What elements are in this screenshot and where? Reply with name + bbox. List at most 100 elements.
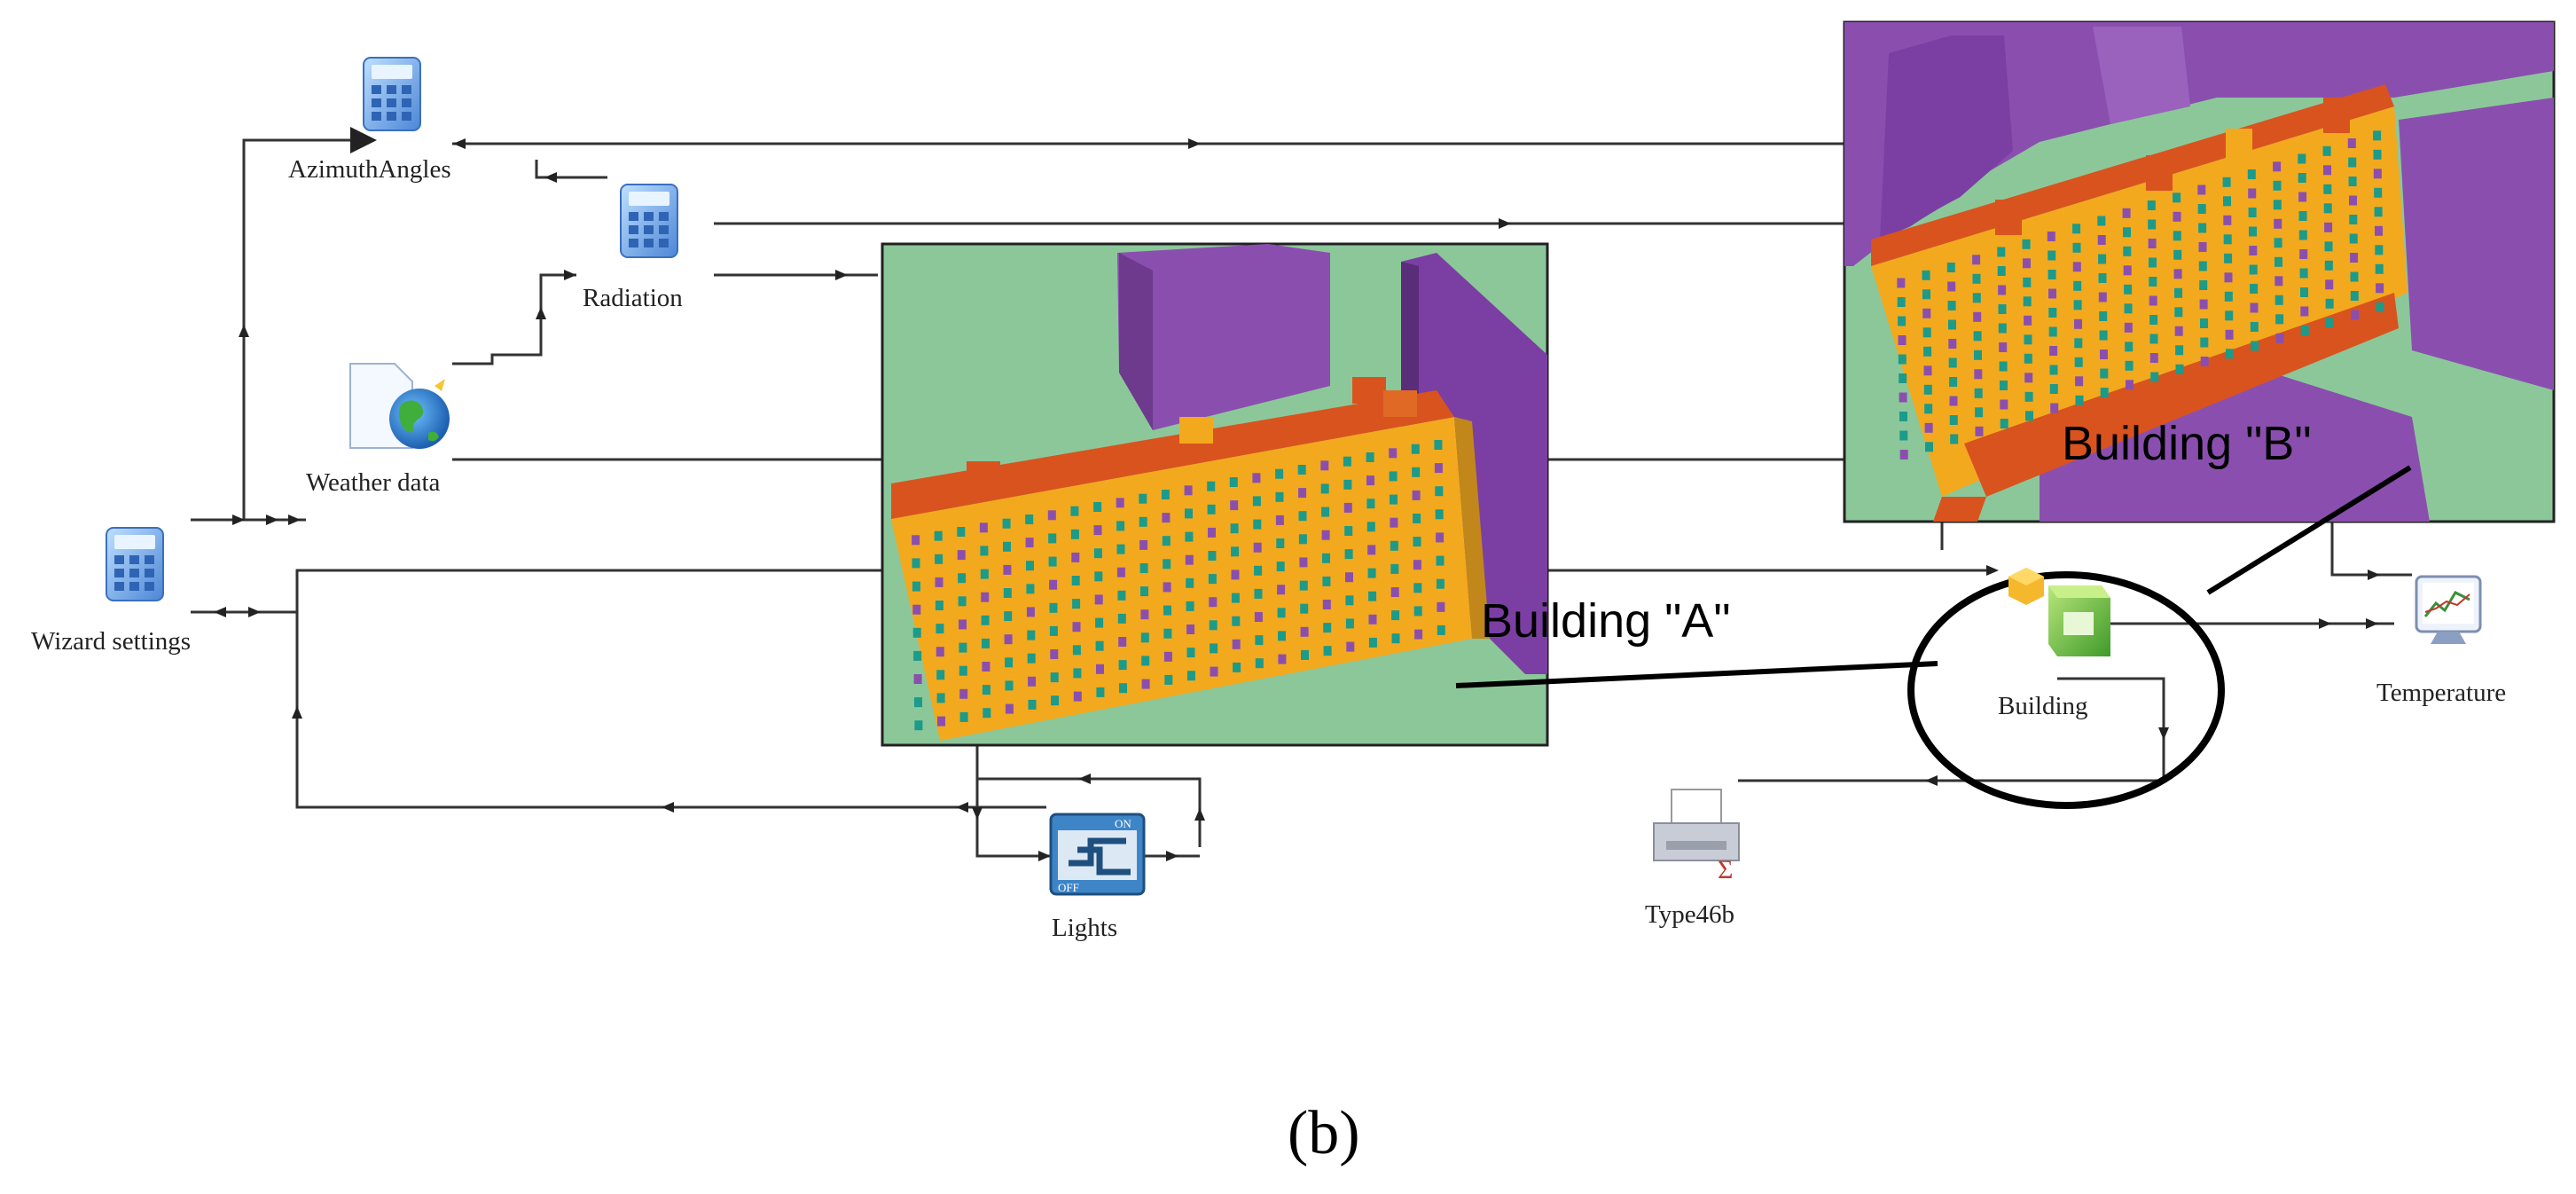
building-a-window [1073,668,1082,679]
building-b-window [1924,404,1933,414]
building-b-window [2224,291,2233,302]
building-b-window [2149,257,2157,268]
building-a-window [1119,683,1127,694]
building-a-window [1139,539,1148,550]
building-a-window [979,522,988,533]
building-a-window [936,670,945,680]
building-a-window [1096,687,1105,697]
building-b-window [2323,203,2332,214]
building-b-window [2200,357,2209,366]
building-b-window [2224,272,2233,283]
building-b-window [2223,234,2232,245]
building-b-window [2073,280,2082,291]
building-a-window [1367,545,1376,555]
type46b-label: Type46b [1645,900,1734,929]
building-b-window [2224,253,2233,263]
building-a-window [959,711,968,722]
building-b-window [1946,263,1955,272]
building-a-window [1186,601,1194,611]
building-b-window [2350,253,2359,263]
building-b-window [2047,232,2055,241]
building-a-window [1255,658,1264,669]
building-a-window [1299,580,1308,591]
switch-off-label: OFF [1058,881,1079,894]
building-a-window [1208,574,1217,585]
building-a-window [1072,599,1081,609]
building-a-window [1005,703,1014,714]
building-b-window [2298,192,2307,202]
monitor-chart-icon[interactable] [2415,575,2482,644]
building-a-window [1390,540,1398,551]
building-b-window [2251,341,2259,351]
building-a-window [1412,467,1421,477]
weather-label: Weather data [306,468,441,497]
building-a-window [934,530,943,541]
building-a-window [1048,556,1057,567]
building-b-window [2373,130,2382,141]
building-b-window [2149,334,2158,344]
building-a-window [1437,624,1445,635]
building-a-window [1139,516,1147,527]
building-b-window [2374,187,2383,198]
building-b-window [1899,373,1907,383]
building-b-window [2073,300,2082,310]
building-b-window [2200,337,2209,348]
building-a-window [1253,542,1262,553]
building-a-window [1026,607,1035,617]
link-lights-loop [975,745,1051,858]
printer-icon[interactable]: Σ [1653,789,1740,884]
wizard-calculator-icon[interactable] [106,527,164,601]
building-a-window [1252,496,1261,507]
building-a-window [1141,679,1150,689]
building-a-window [980,569,989,579]
building-cubes-icon[interactable] [2008,568,2110,656]
building-b-window [2200,318,2208,328]
on-off-switch-icon[interactable]: ON OFF [1049,813,1146,896]
building-b-window [2025,411,2033,421]
building-b-window [1949,415,1958,425]
building-b-window [2300,306,2309,317]
building-b-window [2148,239,2157,248]
weather-globe-icon[interactable] [349,363,450,449]
building-a-window [1071,552,1080,562]
building-b-window [2350,271,2359,282]
building-a-window [1299,557,1308,568]
building-b-window [2024,334,2032,345]
building-a-window [1411,444,1420,454]
building-a-window [1140,609,1149,620]
building-b-window [2273,161,2282,172]
building-a-window [1343,502,1352,513]
building-b-window [2374,207,2383,217]
building-a-window [1186,577,1194,588]
building-a-window [1139,493,1147,504]
building-b-window [2223,215,2232,225]
building-b-window [2324,222,2333,232]
building-a-window [1027,653,1036,664]
building-b-window [2225,310,2234,321]
building-a-window [1277,585,1286,595]
building-a-window [912,558,920,569]
building-a-window [1254,588,1263,599]
building-a-window [1047,510,1056,521]
building-a-window [1368,614,1377,624]
building-a-window [1005,680,1014,691]
azimuth-calculator-icon[interactable] [363,57,421,131]
building-b-window [1923,346,1932,357]
building-a-window [1116,498,1124,508]
building-a-window [1366,475,1374,486]
building-b-window [2123,246,2132,256]
building-a-window [1163,628,1172,639]
building-a-window [1346,641,1355,652]
building-a-window [1436,578,1445,589]
building-b-window [1922,327,1931,338]
radiation-calculator-icon[interactable] [620,184,678,258]
building-b-window [2150,372,2159,382]
building-b-window [2299,268,2308,279]
building-b-window [2147,200,2156,210]
building-a-window [1094,594,1103,605]
building-b-window [2349,233,2358,244]
building-a-window [1208,527,1216,538]
building-a-window [914,720,923,731]
building-a-window [957,550,966,561]
